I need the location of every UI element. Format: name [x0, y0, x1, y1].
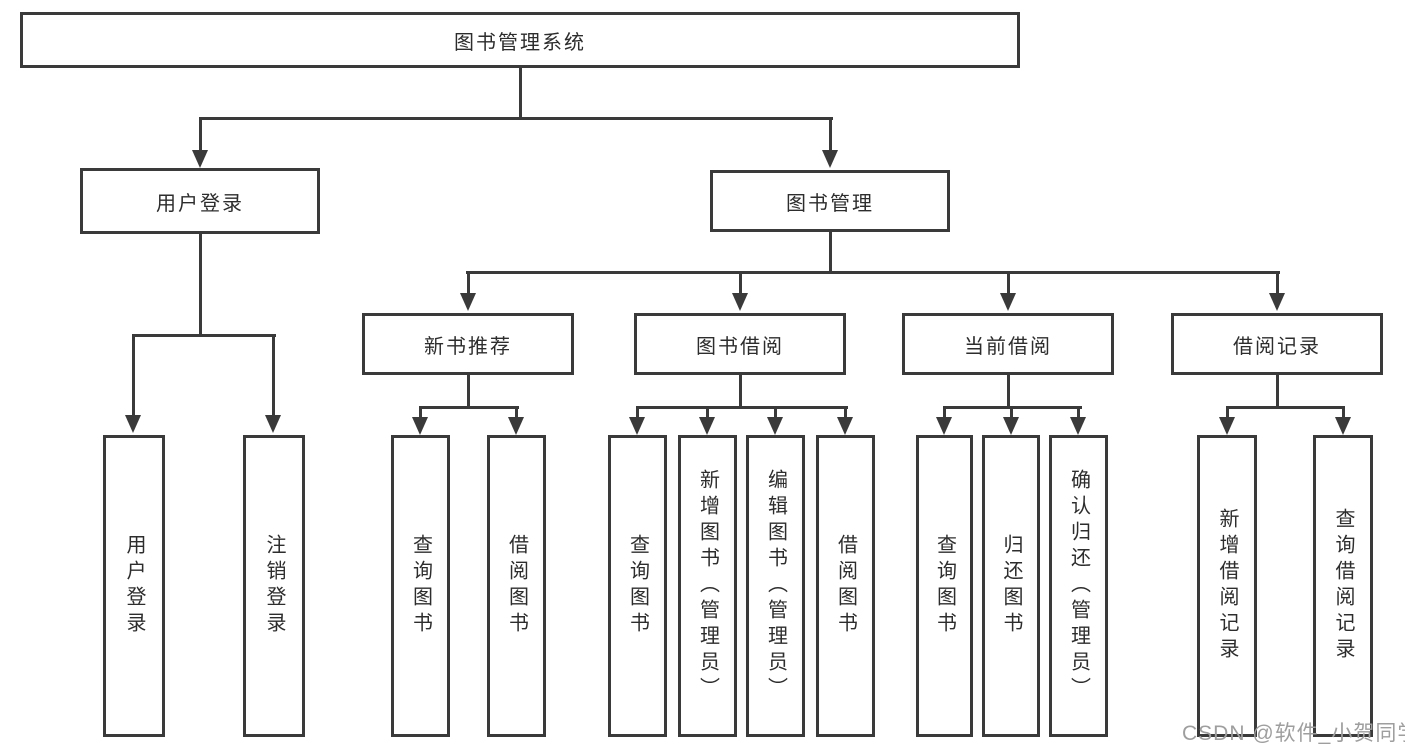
- leaf-edit-books-admin: 编辑图书（管理员）: [746, 435, 805, 737]
- leaf-label: 确认归还（管理员）: [1067, 469, 1090, 703]
- connector-line: [419, 406, 422, 418]
- connector-line: [467, 375, 470, 408]
- node-label: 图书管理: [786, 192, 874, 215]
- leaf-add-books-admin: 新增图书（管理员）: [678, 435, 737, 737]
- arrow-down-icon: [1000, 293, 1016, 311]
- leaf-label: 编辑图书（管理员）: [764, 469, 787, 703]
- arrow-down-icon: [508, 417, 524, 435]
- leaf-logout: 注销登录: [243, 435, 305, 737]
- leaf-add-borrow-record: 新增借阅记录: [1197, 435, 1257, 737]
- arrow-down-icon: [1269, 293, 1285, 311]
- node-label: 当前借阅: [964, 335, 1052, 358]
- arrow-down-icon: [767, 417, 783, 435]
- node-label: 借阅记录: [1233, 335, 1321, 358]
- connector-line: [466, 271, 1280, 274]
- arrow-down-icon: [1070, 417, 1086, 435]
- connector-line: [844, 406, 847, 418]
- arrow-down-icon: [1003, 417, 1019, 435]
- arrow-down-icon: [125, 415, 141, 433]
- connector-line: [829, 232, 832, 274]
- leaf-borrow-books: 借阅图书: [816, 435, 875, 737]
- connector-line: [132, 334, 135, 416]
- arrow-down-icon: [460, 293, 476, 311]
- leaf-label: 注销登录: [263, 534, 285, 638]
- connector-line: [1226, 406, 1345, 409]
- node-label: 用户登录: [156, 192, 244, 215]
- connector-line: [1007, 271, 1010, 295]
- connector-line: [1010, 406, 1013, 418]
- arrow-down-icon: [192, 150, 208, 168]
- node-label: 图书管理系统: [454, 31, 586, 54]
- connector-line: [199, 117, 202, 151]
- connector-line: [467, 271, 470, 295]
- node-user-login: 用户登录: [80, 168, 320, 234]
- connector-line: [636, 406, 848, 409]
- leaf-label: 借阅图书: [505, 534, 528, 638]
- connector-line: [199, 234, 202, 336]
- leaf-label: 归还图书: [1000, 534, 1022, 638]
- arrow-down-icon: [699, 417, 715, 435]
- leaf-query-borrow-record: 查询借阅记录: [1313, 435, 1373, 737]
- connector-line: [739, 375, 742, 408]
- leaf-label: 借阅图书: [834, 534, 857, 638]
- connector-line: [1007, 375, 1010, 408]
- leaf-confirm-return-admin: 确认归还（管理员）: [1049, 435, 1108, 737]
- connector-line: [739, 271, 742, 295]
- leaf-label: 用户登录: [123, 534, 145, 638]
- leaf-label: 新增借阅记录: [1216, 508, 1238, 664]
- connector-line: [1276, 271, 1279, 295]
- connector-line: [419, 406, 519, 409]
- connector-line: [199, 117, 833, 120]
- connector-line: [1276, 375, 1279, 408]
- leaf-query-books: 查询图书: [391, 435, 450, 737]
- connector-line: [636, 406, 639, 418]
- connector-line: [1077, 406, 1080, 418]
- leaf-user-login: 用户登录: [103, 435, 165, 737]
- arrow-down-icon: [837, 417, 853, 435]
- leaf-label: 查询借阅记录: [1332, 508, 1354, 664]
- node-label: 图书借阅: [696, 335, 784, 358]
- arrow-down-icon: [629, 417, 645, 435]
- csdn-watermark: CSDN @软件_小贺同学: [1182, 722, 1405, 745]
- arrow-down-icon: [265, 415, 281, 433]
- connector-line: [1342, 406, 1345, 418]
- node-book-borrowing: 图书借阅: [634, 313, 846, 375]
- connector-line: [1226, 406, 1229, 418]
- leaf-label: 查询图书: [626, 534, 649, 638]
- leaf-label: 新增图书（管理员）: [696, 469, 719, 703]
- leaf-return-books: 归还图书: [982, 435, 1040, 737]
- node-library-management-system: 图书管理系统: [20, 12, 1020, 68]
- arrow-down-icon: [822, 150, 838, 168]
- connector-line: [272, 334, 275, 416]
- node-new-book-recommendation: 新书推荐: [362, 313, 574, 375]
- connector-line: [706, 406, 709, 418]
- connector-line: [829, 117, 832, 151]
- node-current-borrowing: 当前借阅: [902, 313, 1114, 375]
- leaf-label: 查询图书: [409, 534, 432, 638]
- leaf-query-books: 查询图书: [916, 435, 973, 737]
- leaf-query-books: 查询图书: [608, 435, 667, 737]
- arrow-down-icon: [1335, 417, 1351, 435]
- arrow-down-icon: [732, 293, 748, 311]
- node-label: 新书推荐: [424, 335, 512, 358]
- connector-line: [519, 68, 522, 120]
- arrow-down-icon: [412, 417, 428, 435]
- connector-line: [132, 334, 276, 337]
- node-borrowing-records: 借阅记录: [1171, 313, 1383, 375]
- arrow-down-icon: [1219, 417, 1235, 435]
- connector-line: [515, 406, 518, 418]
- node-book-management: 图书管理: [710, 170, 950, 232]
- arrow-down-icon: [936, 417, 952, 435]
- connector-line: [943, 406, 946, 418]
- leaf-borrow-books: 借阅图书: [487, 435, 546, 737]
- leaf-label: 查询图书: [933, 534, 956, 638]
- connector-line: [774, 406, 777, 418]
